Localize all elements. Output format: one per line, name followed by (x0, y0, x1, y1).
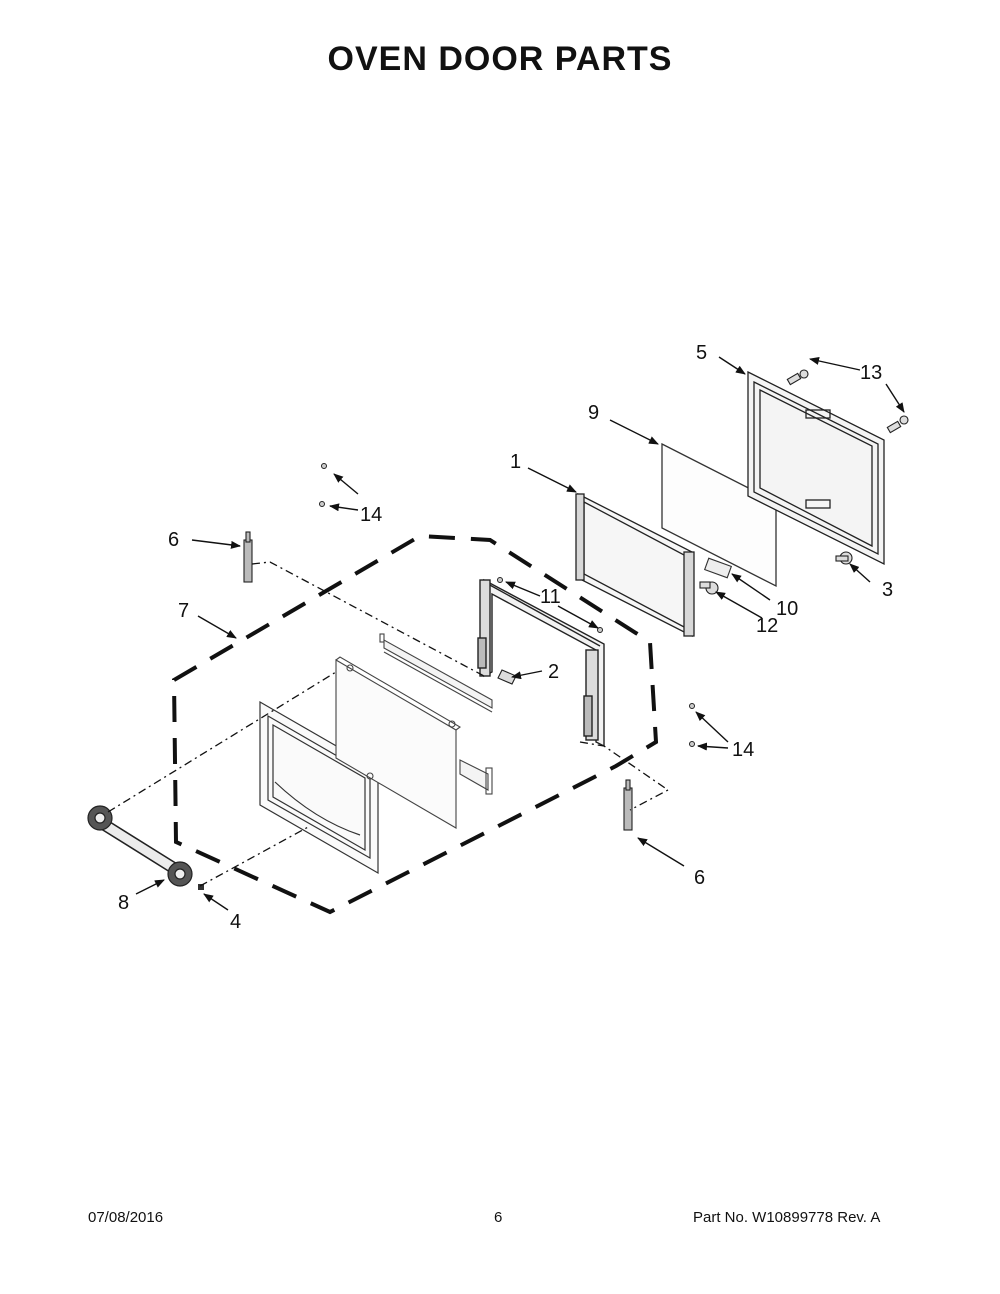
inner-glass-panel (335, 656, 461, 829)
hinge-right (623, 779, 633, 831)
callout-11: 11 (540, 586, 561, 608)
callout-4: 4 (230, 911, 241, 933)
callout-9: 9 (588, 402, 599, 424)
glass-pack (575, 492, 695, 638)
callout-13: 13 (860, 362, 882, 384)
callout-12: 12 (756, 615, 778, 637)
callout-7: 7 (178, 600, 189, 622)
glass-sheet (661, 442, 777, 588)
screw-14 (319, 463, 695, 747)
glass-bracket (703, 557, 733, 579)
door-assembly-outline (171, 533, 659, 915)
footer-date: 07/08/2016 (88, 1209, 164, 1226)
assembly-lines (107, 561, 670, 887)
callout-2: 2 (548, 661, 559, 683)
callout-6a: 6 (168, 529, 179, 551)
leader-arrows (135, 356, 905, 911)
bottom-trim-strip (459, 759, 493, 795)
callout-6b: 6 (694, 867, 705, 889)
callout-14b: 14 (732, 739, 754, 761)
page-title: OVEN DOOR PARTS (327, 40, 673, 78)
screw-13b (886, 415, 909, 434)
inner-door-liner (747, 370, 885, 566)
footer-part-number: Part No. W10899778 Rev. A (693, 1209, 881, 1226)
callout-5: 5 (696, 342, 707, 364)
screw-4 (198, 884, 204, 890)
door-frame (477, 578, 605, 748)
callout-10: 10 (776, 598, 798, 620)
screw-13a (786, 369, 809, 386)
door-handle (87, 805, 193, 887)
callout-3: 3 (882, 579, 893, 601)
hinge-left (243, 531, 253, 583)
screw-3 (835, 551, 853, 565)
callout-14a: 14 (360, 504, 382, 526)
screw-12 (699, 581, 719, 595)
callout-8: 8 (118, 892, 129, 914)
footer-page-number: 6 (494, 1209, 503, 1226)
callout-1: 1 (510, 451, 521, 473)
top-trim-strip (379, 633, 493, 713)
